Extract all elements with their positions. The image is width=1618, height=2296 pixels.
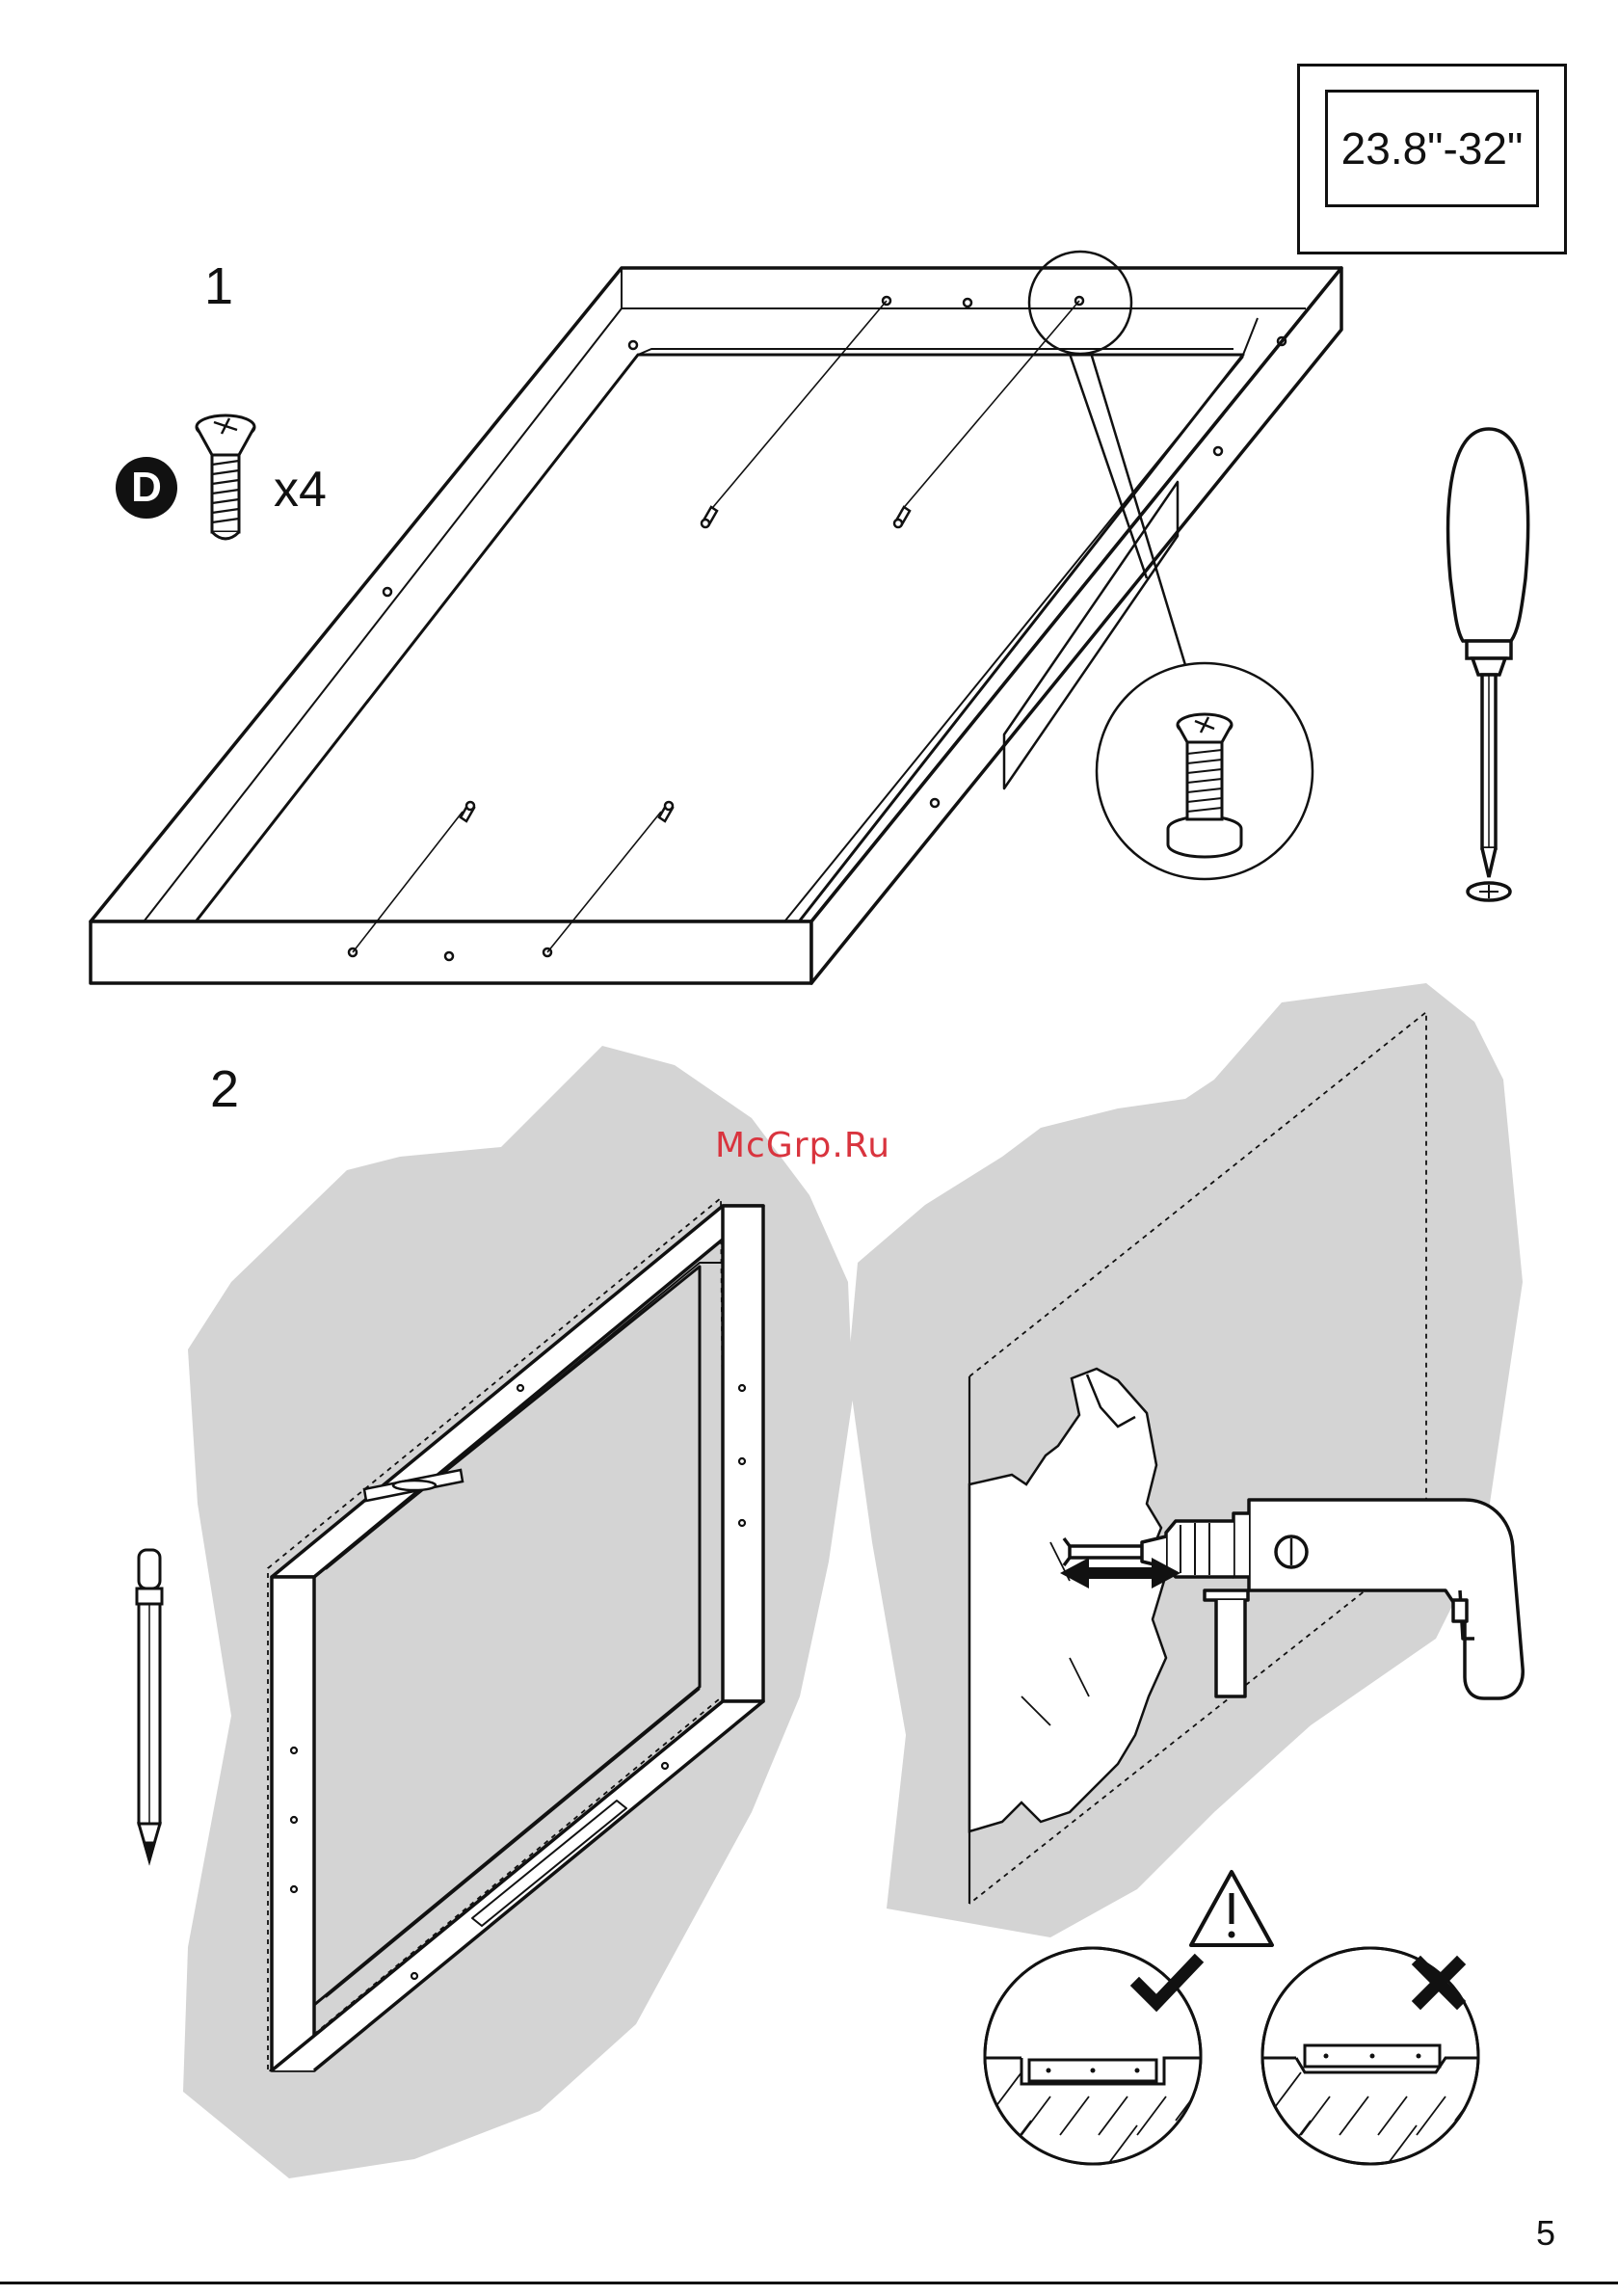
wrong-installation-detail <box>1253 1948 1489 2164</box>
screw-icon <box>197 415 254 539</box>
tv-size-label: 23.8"-32" <box>1300 122 1564 174</box>
step-number: 1 <box>204 260 233 312</box>
warning-triangle-icon <box>1191 1872 1272 1945</box>
page-number: 5 <box>1536 2213 1555 2254</box>
pencil-icon <box>137 1550 162 1860</box>
part-quantity: x4 <box>274 461 327 519</box>
mounting-frame <box>91 268 1341 983</box>
watermark: McGrp.Ru <box>715 1126 890 1165</box>
wall-area-right <box>848 983 1523 1937</box>
bottom-rule <box>0 2282 1618 2284</box>
tv-size-badge: 23.8"-32" <box>1297 64 1567 254</box>
screwdriver-icon <box>1448 429 1528 900</box>
part-letter: D <box>116 457 177 519</box>
step-number: 2 <box>210 1063 239 1115</box>
